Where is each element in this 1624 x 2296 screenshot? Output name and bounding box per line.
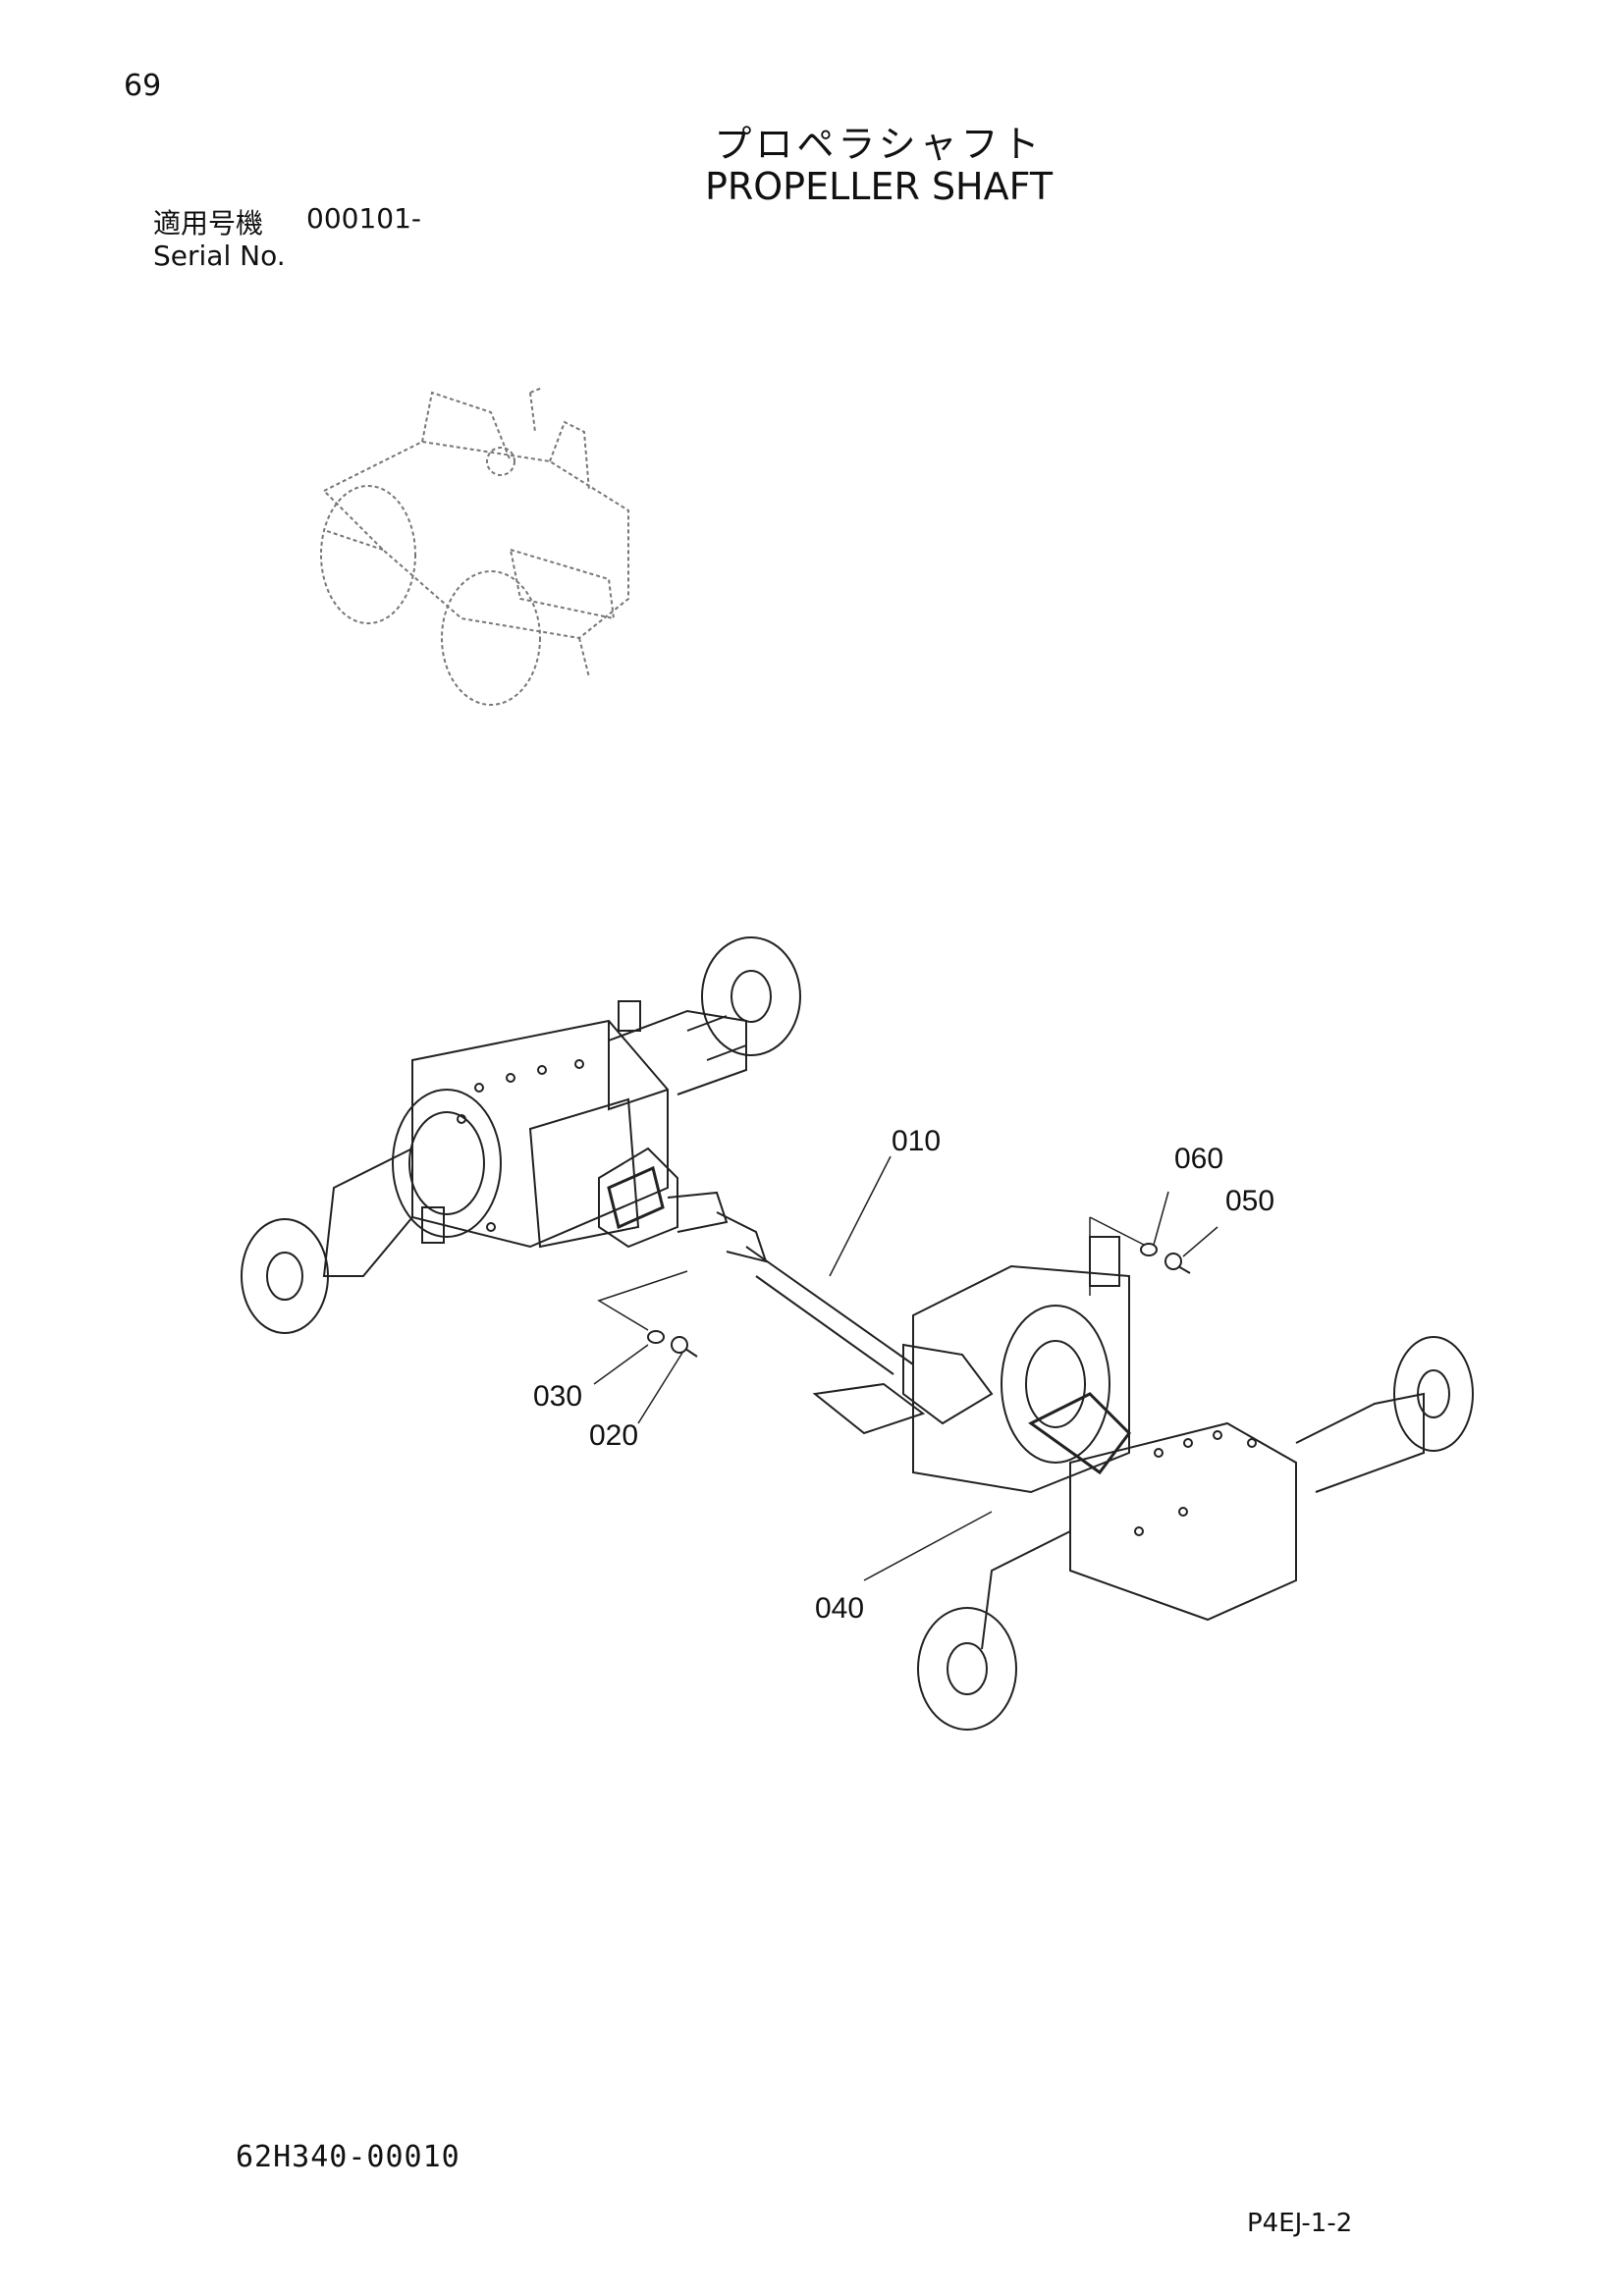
- callout-030: 030: [533, 1380, 582, 1413]
- rear-axle: [812, 1236, 1474, 1731]
- drawing-code: 62H340-00010: [236, 2140, 460, 2174]
- page-title: PROPELLER SHAFT: [704, 165, 1054, 208]
- serial-label-japanese: 適用号機: [153, 207, 264, 240]
- callout-020: 020: [589, 1419, 638, 1452]
- callout-010: 010: [892, 1125, 941, 1157]
- callout-060: 060: [1174, 1143, 1223, 1175]
- page-number: 69: [124, 69, 162, 103]
- serial-value: 000101-: [306, 202, 421, 235]
- callout-050: 050: [1225, 1185, 1274, 1217]
- leader-lines: [593, 1155, 1218, 1581]
- serial-label: Serial No.: [153, 240, 286, 272]
- tractor-thumbnail: [320, 387, 629, 706]
- page-title-japanese: プロペラシャフト: [714, 123, 1044, 166]
- page-code: P4EJ-1-2: [1247, 2209, 1353, 2238]
- callout-040: 040: [815, 1592, 864, 1625]
- callout-labels: 010 060 050 030 020 040: [533, 1125, 1274, 1625]
- propeller-shaft: [598, 1147, 994, 1425]
- front-axle: [241, 936, 801, 1334]
- fasteners: [647, 1243, 1191, 1358]
